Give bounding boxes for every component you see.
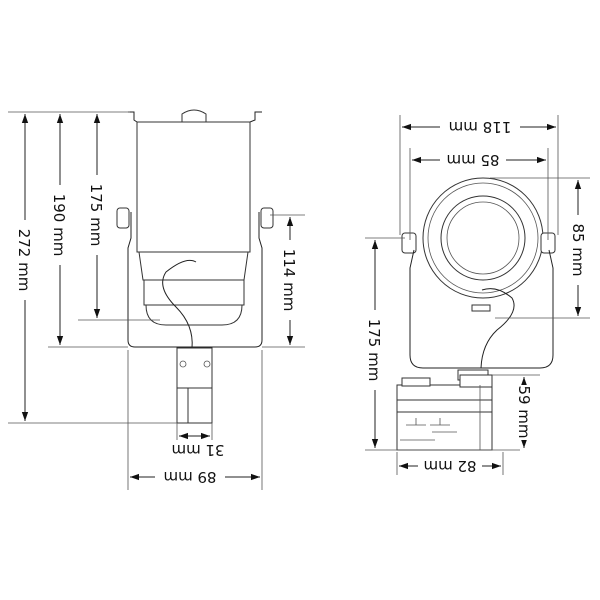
dim-85mm-height: 85 mm xyxy=(569,223,587,276)
side-view-dimensions: 272 mm 190 mm 175 mm 114 mm 31 mm 89 mm xyxy=(8,111,305,490)
front-view-dimensions: 118 mm 85 mm 85 mm 175 mm 59 mm 82 mm xyxy=(364,115,590,476)
front-view-lamp xyxy=(396,177,556,451)
dim-175mm: 175 mm xyxy=(87,184,105,247)
dim-89mm: 89 mm xyxy=(163,468,216,486)
dim-59mm: 59 mm xyxy=(515,385,533,438)
dim-272mm: 272 mm xyxy=(15,229,33,292)
dim-85mm-width: 85 mm xyxy=(446,151,499,169)
dim-190mm: 190 mm xyxy=(50,194,68,257)
dim-82mm: 82 mm xyxy=(423,457,476,475)
dim-31mm: 31 mm xyxy=(171,441,224,459)
side-view-lamp xyxy=(116,109,274,424)
dim-118mm: 118 mm xyxy=(449,118,512,136)
dim-114mm: 114 mm xyxy=(280,249,298,312)
dim-175mm-front: 175 mm xyxy=(365,319,383,382)
